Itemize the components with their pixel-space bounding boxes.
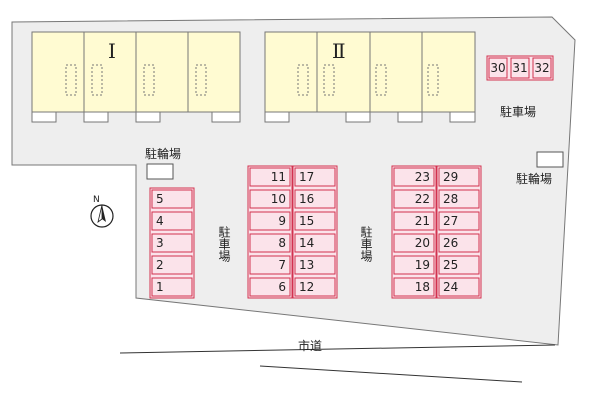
- parking-slot: [438, 233, 480, 253]
- parking-slot-number: 1: [156, 280, 164, 294]
- parking-slot-number: 30: [490, 61, 505, 75]
- parking-slot-number: 15: [299, 214, 314, 228]
- parking-slot: [249, 167, 291, 187]
- parking-slot: [393, 167, 435, 187]
- building-1: Ⅰ: [31, 31, 241, 123]
- parking-slot-number: 2: [156, 258, 164, 272]
- north-label: N: [93, 195, 100, 205]
- parking-slot-number: 29: [443, 170, 458, 184]
- parking-label-right: 駐車場: [359, 225, 373, 263]
- parking-slot-number: 26: [443, 236, 458, 250]
- road-line-upper: [119, 344, 556, 354]
- parking-slot: [393, 211, 435, 231]
- parking-slot: [249, 277, 291, 297]
- parking-slot-number: 24: [443, 280, 458, 294]
- parking-slot: [510, 57, 530, 79]
- building-1-numeral: Ⅰ: [108, 39, 116, 63]
- parking-slot-number: 27: [443, 214, 458, 228]
- parking-slot: [249, 211, 291, 231]
- parking-slot: [294, 277, 336, 297]
- parking-slot-number: 3: [156, 236, 164, 250]
- parking-block: [436, 165, 482, 299]
- parking-slot: [151, 255, 193, 275]
- parking-slot: [488, 57, 508, 79]
- parking-slot-number: 8: [278, 236, 286, 250]
- parking-slot-number: 22: [415, 192, 430, 206]
- parking-slot: [532, 57, 552, 79]
- parking-slot: [294, 189, 336, 209]
- bicycle-shed-right: [536, 151, 564, 168]
- parking-slot: [438, 167, 480, 187]
- parking-label-middle: 駐車場: [217, 225, 231, 263]
- parking-slot: [438, 255, 480, 275]
- parking-slot-number: 11: [271, 170, 286, 184]
- parking-slot-number: 17: [299, 170, 314, 184]
- parking-group-col2a: 11 10 9 8 7 6: [247, 165, 293, 299]
- parking-slot-number: 12: [299, 280, 314, 294]
- parking-slot: [393, 189, 435, 209]
- parking-slot-number: 21: [415, 214, 430, 228]
- parking-slot: [294, 233, 336, 253]
- building-2-numeral: Ⅱ: [332, 39, 346, 63]
- parking-slot-number: 6: [278, 280, 286, 294]
- bicycle-label-left: 駐輪場: [145, 146, 181, 161]
- parking-slot: [294, 255, 336, 275]
- parking-slot-number: 14: [299, 236, 314, 250]
- parking-slot-number: 9: [278, 214, 286, 228]
- parking-slot-number: 4: [156, 214, 164, 228]
- parking-slot-number: 20: [415, 236, 430, 250]
- parking-slot-number: 28: [443, 192, 458, 206]
- parking-slot-number: 18: [415, 280, 430, 294]
- parking-slot-number: 25: [443, 258, 458, 272]
- parking-slot: [393, 233, 435, 253]
- parking-slot: [151, 211, 193, 231]
- parking-block: [292, 165, 338, 299]
- parking-slot: [249, 255, 291, 275]
- parking-label-top: 駐車場: [500, 104, 536, 119]
- parking-slot: [438, 277, 480, 297]
- parking-slot-number: 5: [156, 192, 164, 206]
- parking-slot: [393, 255, 435, 275]
- parking-slot-number: 16: [299, 192, 314, 206]
- parking-block: [247, 165, 293, 299]
- parking-slot: [151, 189, 193, 209]
- building-2: Ⅱ: [264, 31, 476, 123]
- parking-slot: [151, 233, 193, 253]
- parking-slot-number: 19: [415, 258, 430, 272]
- parking-slot: [249, 233, 291, 253]
- parking-block: [391, 165, 437, 299]
- parking-slot-number: 13: [299, 258, 314, 272]
- parking-group-col3b: 29 28 27 26 25 24: [436, 165, 482, 299]
- parking-slot-number: 23: [415, 170, 430, 184]
- parking-slot: [249, 189, 291, 209]
- parking-group-col2b: 17 16 15 14 13 12: [292, 165, 338, 299]
- bicycle-shed-left: [146, 163, 174, 180]
- parking-slot: [151, 277, 193, 297]
- road-label: 市道: [298, 338, 322, 353]
- parking-group-col1: 5 4 3 2 1: [149, 187, 195, 299]
- parking-slot: [438, 211, 480, 231]
- parking-slot: [294, 167, 336, 187]
- parking-slot: [294, 211, 336, 231]
- parking-group-top: 30 31 32: [486, 55, 554, 81]
- road-line-lower: [259, 365, 523, 383]
- parking-slot-number: 31: [512, 61, 527, 75]
- north-arrow-icon: N: [90, 195, 114, 228]
- parking-slot: [438, 189, 480, 209]
- bicycle-label-right: 駐輪場: [516, 171, 552, 186]
- parking-slot-number: 10: [271, 192, 286, 206]
- parking-slot: [393, 277, 435, 297]
- parking-slot-number: 7: [278, 258, 286, 272]
- parking-slot-number: 32: [534, 61, 549, 75]
- parking-group-col3a: 23 22 21 20 19 18: [391, 165, 437, 299]
